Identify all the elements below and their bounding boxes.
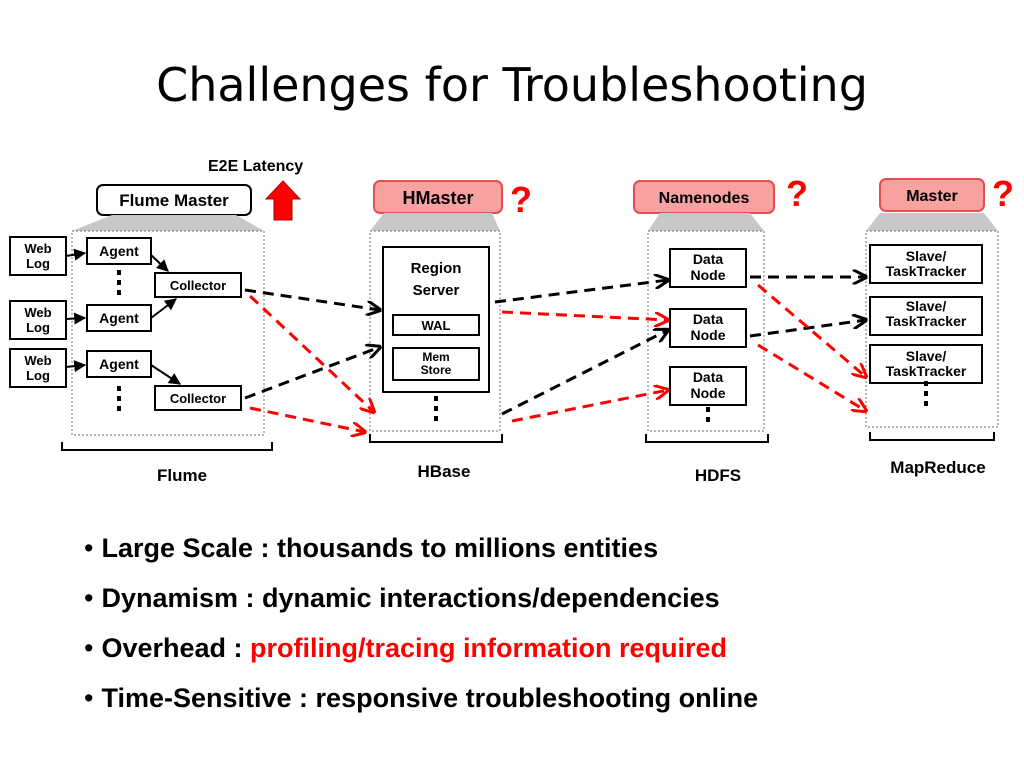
mapreduce-cluster: Master ? Slave/ TaskTracker Slave/ TaskT… <box>865 173 1014 477</box>
svg-text:Log: Log <box>26 320 50 335</box>
flume-internal-arrows <box>65 248 182 385</box>
svg-text:Slave/: Slave/ <box>906 248 947 264</box>
bullet-dynamism: •Dynamism : dynamic interactions/depende… <box>84 583 720 613</box>
svg-text:Node: Node <box>691 267 726 283</box>
bullet-overhead: •Overhead : profiling/tracing informatio… <box>84 633 728 663</box>
collector-box: Collector <box>154 272 242 298</box>
svg-text:Slave/: Slave/ <box>906 298 947 314</box>
bullet-desc: responsive troubleshooting online <box>315 683 759 713</box>
svg-text:Agent: Agent <box>99 243 139 259</box>
bullet-term: Dynamism : <box>101 583 255 613</box>
bullet-time-sensitive: •Time-Sensitive : responsive troubleshoo… <box>84 683 759 713</box>
region-server-label: Region <box>411 260 462 277</box>
mapreduce-group-label: MapReduce <box>890 458 985 477</box>
hbase-master-funnel <box>370 213 500 231</box>
flume-master-funnel <box>72 215 264 231</box>
hmaster-question-mark: ? <box>510 179 532 220</box>
svg-text:TaskTracker: TaskTracker <box>886 313 967 329</box>
svg-text:Data: Data <box>693 369 724 385</box>
e2e-latency-label: E2E Latency <box>208 158 303 175</box>
web-log-box: Web Log <box>9 236 67 276</box>
mem-store-box <box>392 347 480 381</box>
svg-text:TaskTracker: TaskTracker <box>886 263 967 279</box>
wal-label: WAL <box>422 318 451 333</box>
namenodes-label: Namenodes <box>659 190 750 207</box>
svg-text:Collector: Collector <box>170 391 226 406</box>
mem-store-label: Mem <box>422 350 449 364</box>
hdfs-group-label: HDFS <box>695 466 741 485</box>
wal-box <box>392 314 480 336</box>
flume-master-label: Flume Master <box>119 191 229 210</box>
data-node-box: Data Node <box>669 308 747 348</box>
agent-box: Agent <box>86 350 152 378</box>
svg-text:Log: Log <box>26 368 50 383</box>
more-agents-ellipsis <box>117 270 121 411</box>
svg-text:Slave/: Slave/ <box>906 348 947 364</box>
svg-text:Log: Log <box>26 256 50 271</box>
hbase-group-bracket <box>369 434 503 443</box>
svg-text:Web: Web <box>24 305 51 320</box>
mr-master-box <box>879 178 985 212</box>
svg-text:Data: Data <box>693 311 724 327</box>
hbase-group-label: HBase <box>418 462 471 481</box>
more-data-nodes-ellipsis <box>706 407 710 422</box>
bullet-large-scale: •Large Scale : thousands to millions ent… <box>84 533 659 563</box>
more-region-servers-ellipsis <box>434 396 438 421</box>
svg-text:Server: Server <box>413 282 460 299</box>
svg-text:Node: Node <box>691 385 726 401</box>
slide-title: Challenges for Troubleshooting <box>156 58 868 112</box>
data-node-box: Data Node <box>669 366 747 406</box>
svg-text:Agent: Agent <box>99 310 139 326</box>
collector-box: Collector <box>154 385 242 411</box>
hdfs-container <box>647 230 765 432</box>
agent-box: Agent <box>86 304 152 332</box>
svg-text:Agent: Agent <box>99 356 139 372</box>
namenodes-question-mark: ? <box>786 173 808 214</box>
flume-cluster: Flume Master E2E Latency Web Log Web Log… <box>9 158 303 485</box>
hbase-cluster: HMaster ? Region Server WAL Mem Store HB… <box>369 179 532 481</box>
hmaster-label: HMaster <box>402 188 473 208</box>
bullet-term: Overhead : <box>101 633 243 663</box>
challenge-bullets: •Large Scale : thousands to millions ent… <box>84 528 758 728</box>
e2e-latency-up-arrow-icon <box>264 180 302 221</box>
hdfs-group-bracket <box>645 434 769 443</box>
svg-text:TaskTracker: TaskTracker <box>886 363 967 379</box>
bullet-term: Large Scale : <box>101 533 270 563</box>
web-log-box: Web Log <box>9 348 67 388</box>
flume-group-bracket <box>61 442 273 451</box>
bullet-term: Time-Sensitive : <box>101 683 309 713</box>
svg-text:Web: Web <box>24 241 51 256</box>
architecture-diagram: Flume Master E2E Latency Web Log Web Log… <box>9 158 1014 485</box>
flume-container <box>71 230 265 436</box>
svg-text:Node: Node <box>691 327 726 343</box>
hdfs-cluster: Namenodes ? Data Node Data Node Data Nod… <box>633 173 808 485</box>
svg-text:Collector: Collector <box>170 278 226 293</box>
hbase-container <box>369 230 501 432</box>
mapreduce-group-bracket <box>869 432 995 441</box>
flume-group-label: Flume <box>157 466 207 485</box>
bullet-desc: dynamic interactions/dependencies <box>262 583 720 613</box>
agent-box: Agent <box>86 237 152 265</box>
slave-tasktracker-box: Slave/ TaskTracker <box>869 344 983 384</box>
bullet-desc-highlighted: profiling/tracing information required <box>250 633 728 663</box>
mr-master-funnel <box>866 213 998 231</box>
hdfs-master-funnel <box>648 213 764 231</box>
svg-text:Web: Web <box>24 353 51 368</box>
more-slaves-ellipsis <box>924 381 928 406</box>
slave-tasktracker-box: Slave/ TaskTracker <box>869 296 983 336</box>
bullet-desc: thousands to millions entities <box>277 533 659 563</box>
flow-arrows-black <box>244 277 866 416</box>
flow-arrows-red <box>248 283 866 432</box>
svg-text:Data: Data <box>693 251 724 267</box>
slave-tasktracker-box: Slave/ TaskTracker <box>869 244 983 284</box>
mr-master-label: Master <box>906 188 958 205</box>
data-node-box: Data Node <box>669 248 747 288</box>
svg-text:Store: Store <box>421 363 452 377</box>
web-log-box: Web Log <box>9 300 67 340</box>
mr-master-question-mark: ? <box>992 173 1014 214</box>
